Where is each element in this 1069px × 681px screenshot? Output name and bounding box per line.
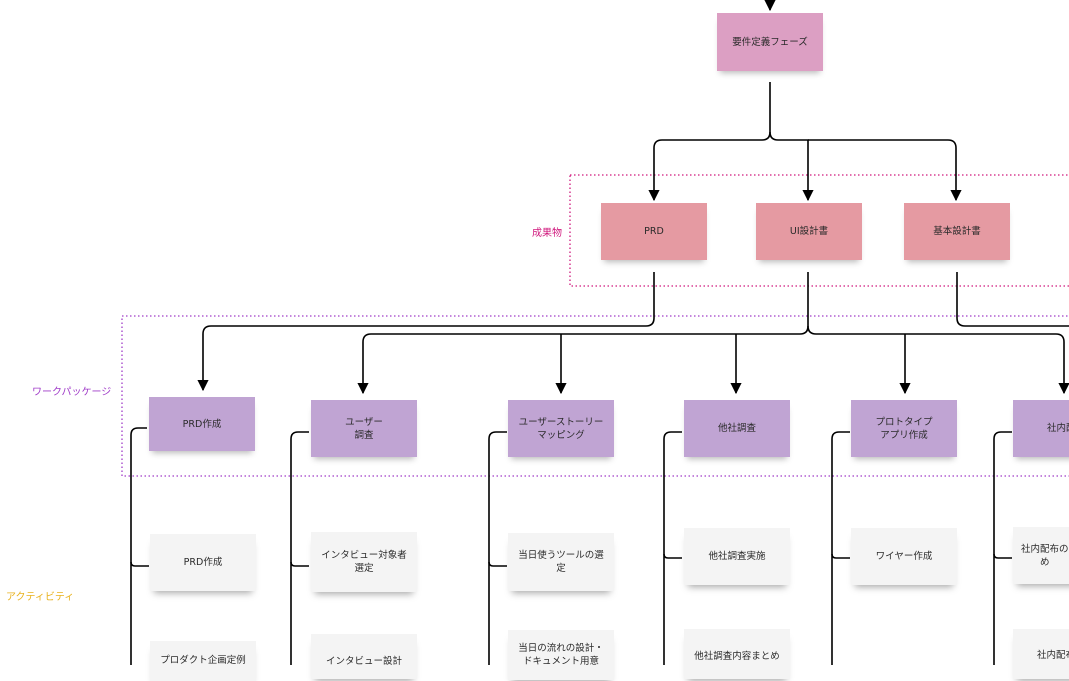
internal-activity-tick-1: [993, 553, 1012, 559]
activity-competitor-summary[interactable]: 他社調査内容まとめ: [684, 629, 790, 679]
workpackage-prototype[interactable]: プロトタイプ アプリ作成: [851, 400, 957, 457]
user-activity-bracket: [290, 431, 309, 665]
activity-competitor-research[interactable]: 他社調査実施: [684, 528, 790, 585]
internal-activity-bracket: [993, 431, 1012, 665]
activities-zone-label: アクティビティ: [6, 592, 75, 603]
prototype-activity-bracket: [831, 431, 850, 665]
activity-internal-distribution[interactable]: 社内配布: [1013, 629, 1069, 679]
user-activity-tick-1: [290, 561, 309, 567]
phase-trunk: [648, 82, 771, 202]
story-activity-bracket: [488, 431, 507, 665]
activity-interviewee-selection[interactable]: インタビュー対象者 選定: [311, 532, 417, 592]
deliverable-basic-design[interactable]: 基本設計書: [904, 203, 1010, 260]
deliverable-prd[interactable]: PRD: [601, 203, 707, 260]
workpackage-competitor[interactable]: 他社調査: [684, 400, 790, 457]
competitor-activity-tick-1: [663, 553, 682, 559]
workpackage-user-research[interactable]: ユーザー 調査: [311, 400, 417, 457]
activity-wireframe[interactable]: ワイヤー作成: [851, 528, 957, 585]
competitor-activity-bracket: [663, 431, 682, 665]
basic-to-wp-connector: [956, 272, 1069, 327]
prd-activity-bracket: [130, 427, 147, 665]
deliverable-ui-design[interactable]: UI設計書: [756, 203, 862, 260]
phase-to-basic-connector: [808, 139, 962, 202]
connector-layer: [121, 0, 1069, 665]
activity-product-meeting[interactable]: プロダクト企画定例: [150, 641, 256, 681]
story-activity-tick-1: [488, 561, 507, 567]
deliverables-zone-frame: [569, 174, 1069, 287]
ui-to-prototype-connector: [807, 325, 1069, 395]
prototype-activity-tick-1: [831, 553, 850, 559]
activity-prd-write[interactable]: PRD作成: [150, 534, 256, 591]
workpackages-zone-frame: [121, 315, 1069, 477]
phase-to-ui-connector: [769, 131, 814, 202]
activity-session-design[interactable]: 当日の流れの設計・ ドキュメント用意: [508, 630, 614, 680]
workpackage-internal[interactable]: 社内配布: [1013, 400, 1069, 457]
activity-tool-selection[interactable]: 当日使うツールの選 定: [508, 533, 614, 591]
activity-interview-design[interactable]: インタビュー設計: [311, 634, 417, 679]
prd-activity-tick-1: [130, 561, 149, 567]
ui-to-wp-connector: [357, 272, 809, 395]
prd-to-wp-connector: [197, 272, 655, 392]
phase-note[interactable]: 要件定義フェーズ: [717, 13, 823, 71]
activity-internal-prep[interactable]: 社内配布の め: [1013, 527, 1069, 584]
workpackages-zone-label: ワークパッケージ: [32, 387, 112, 398]
deliverables-zone-label: 成果物: [532, 228, 562, 239]
workpackage-story-mapping[interactable]: ユーザーストーリー マッピング: [508, 400, 614, 457]
workpackage-prd[interactable]: PRD作成: [149, 397, 255, 451]
